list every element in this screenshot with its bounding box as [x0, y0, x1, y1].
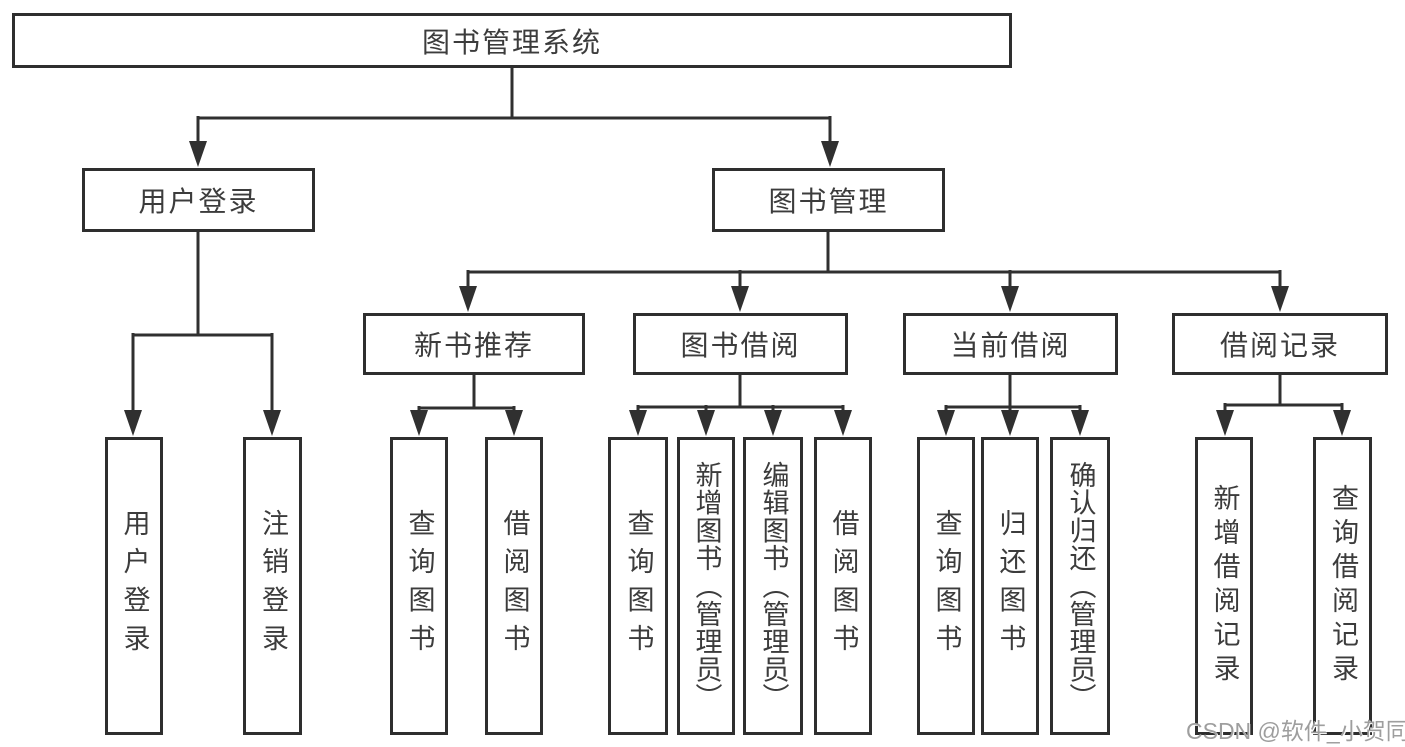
leaf-newbook-query: 查询图书	[390, 437, 448, 735]
leaf-record-add-label: 新增借阅记录	[1209, 483, 1240, 689]
leaf-record-query-label: 查询借阅记录	[1328, 483, 1358, 689]
node-current-borrow-label: 当前借阅	[950, 330, 1071, 361]
leaf-newbook-borrow: 借阅图书	[485, 437, 543, 735]
node-book-management: 图书管理	[712, 168, 945, 232]
leaf-user-login-label: 用户登录	[119, 509, 150, 663]
node-new-book-recommend: 新书推荐	[363, 313, 585, 375]
node-new-book-recommend-label: 新书推荐	[413, 330, 534, 361]
node-root-label: 图书管理系统	[421, 26, 602, 58]
leaf-borrow-add-admin-label: 新增图书（管理员）	[691, 460, 722, 712]
node-book-borrow: 图书借阅	[633, 313, 848, 375]
leaf-confirm-return-admin: 确认归还（管理员）	[1050, 437, 1110, 735]
leaf-logout-label: 注销登录	[258, 509, 288, 663]
leaf-borrow-query: 查询图书	[608, 437, 668, 735]
leaf-confirm-return-admin-label: 确认归还（管理员）	[1065, 460, 1096, 712]
leaf-record-add: 新增借阅记录	[1195, 437, 1253, 735]
node-book-management-label: 图书管理	[768, 186, 889, 217]
node-book-borrow-label: 图书借阅	[680, 330, 801, 361]
leaf-borrow-book: 借阅图书	[814, 437, 872, 735]
leaf-borrow-edit-admin: 编辑图书（管理员）	[743, 437, 803, 735]
leaf-user-login: 用户登录	[105, 437, 163, 735]
node-borrow-record: 借阅记录	[1172, 313, 1388, 375]
leaf-borrow-edit-admin-label: 编辑图书（管理员）	[758, 460, 789, 712]
leaf-logout: 注销登录	[243, 437, 302, 735]
node-user-login: 用户登录	[82, 168, 315, 232]
leaf-record-query: 查询借阅记录	[1313, 437, 1372, 735]
node-current-borrow: 当前借阅	[903, 313, 1118, 375]
csdn-watermark: CSDN @软件_小贺同学	[1186, 718, 1405, 744]
leaf-newbook-borrow-label: 借阅图书	[499, 509, 530, 663]
leaf-newbook-query-label: 查询图书	[404, 509, 435, 663]
node-root: 图书管理系统	[12, 13, 1012, 68]
leaf-return-book: 归还图书	[981, 437, 1039, 735]
leaf-borrow-book-label: 借阅图书	[828, 509, 859, 663]
leaf-current-query-label: 查询图书	[931, 509, 962, 663]
leaf-borrow-add-admin: 新增图书（管理员）	[677, 437, 735, 735]
leaf-current-query: 查询图书	[917, 437, 975, 735]
node-user-login-label: 用户登录	[138, 186, 259, 217]
leaf-return-book-label: 归还图书	[995, 509, 1026, 663]
leaf-borrow-query-label: 查询图书	[623, 509, 654, 663]
arrowhead-icons	[124, 141, 1351, 436]
node-borrow-record-label: 借阅记录	[1219, 330, 1340, 361]
